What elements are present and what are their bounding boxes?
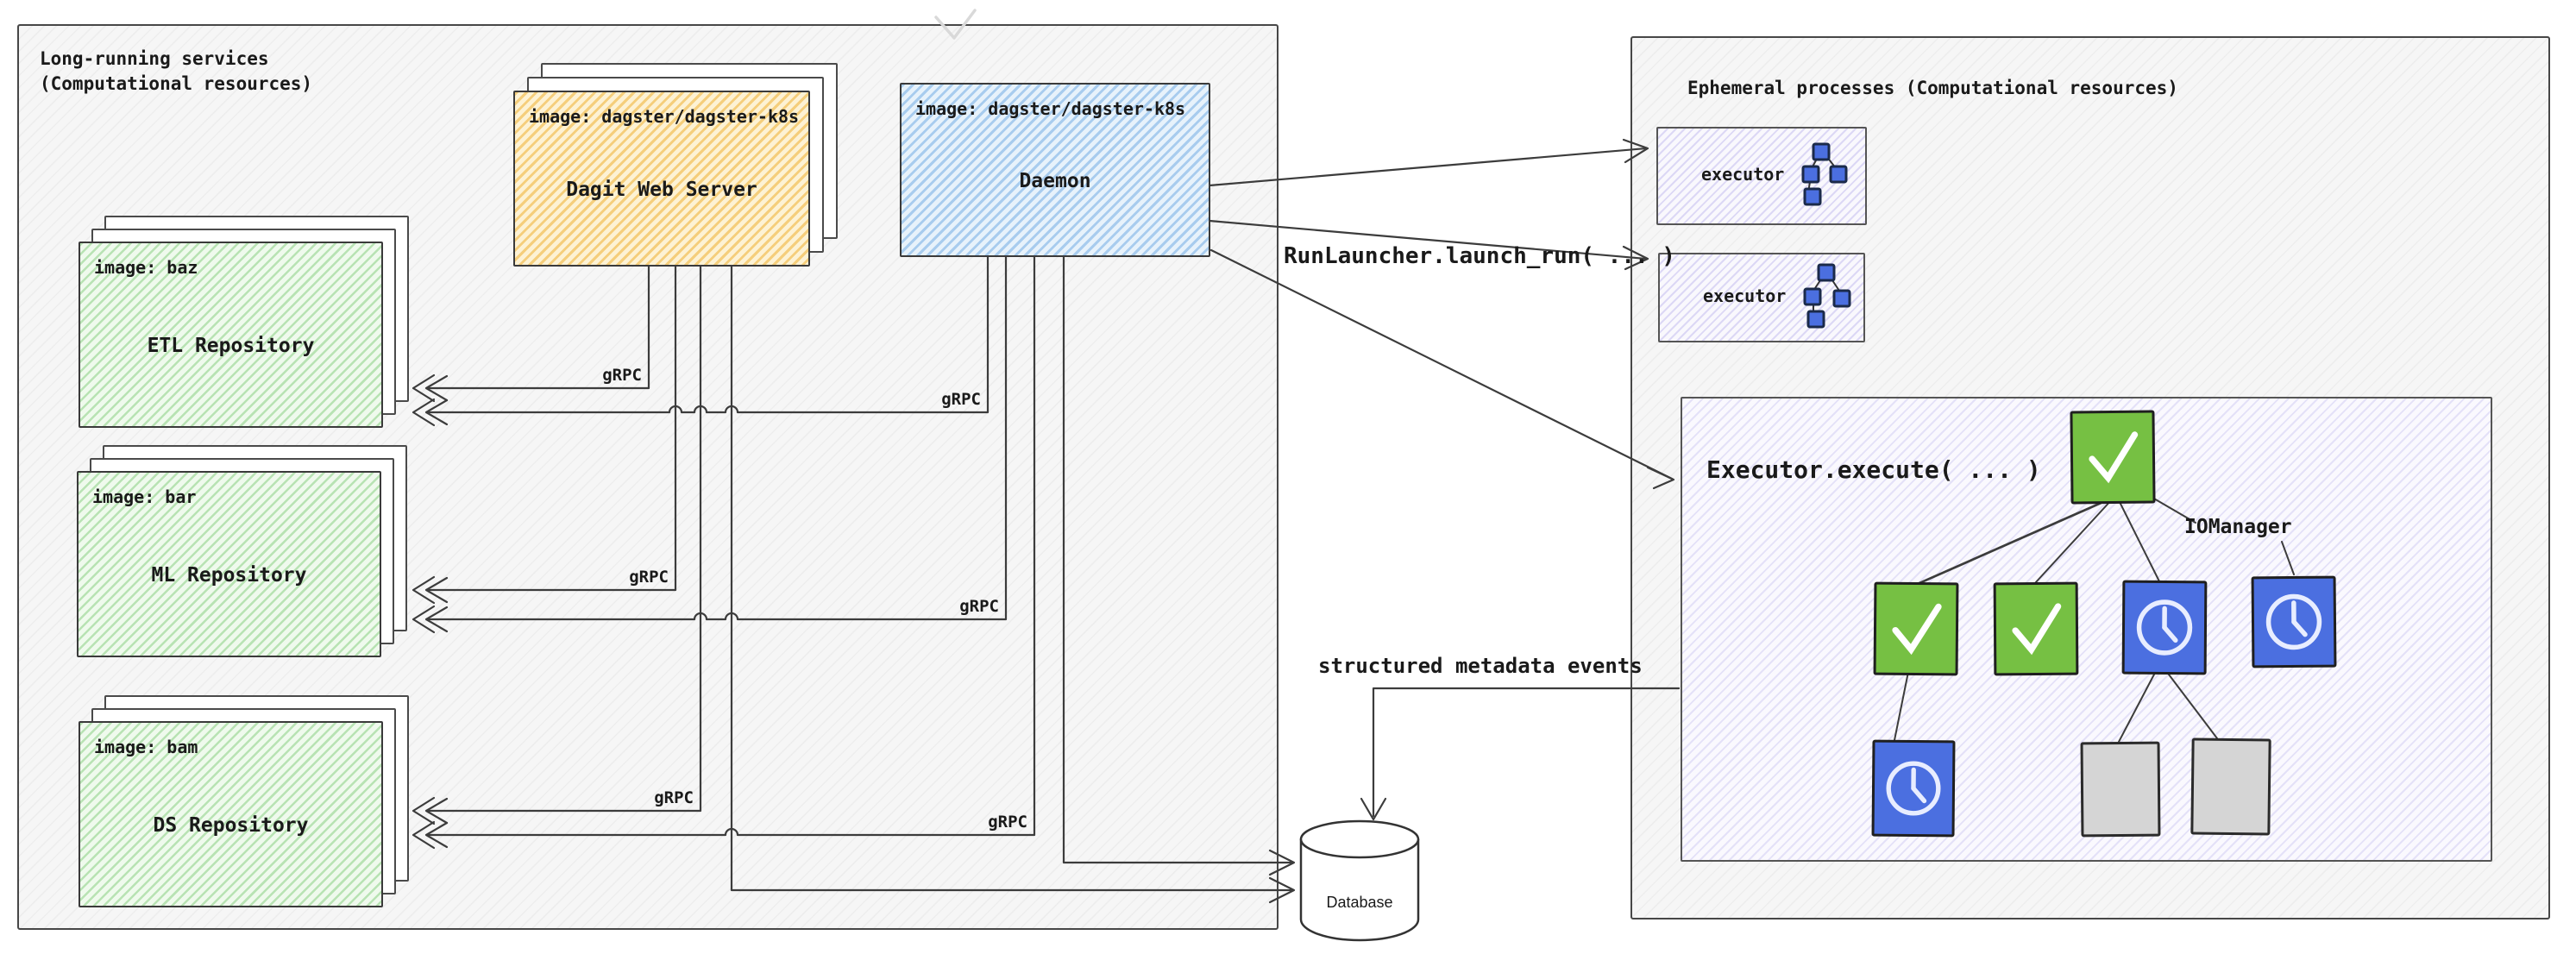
line-daemon-ds-grpc (425, 250, 1036, 837)
dag-icon (1801, 142, 1848, 206)
run-launcher-label: RunLauncher.launch_run( ... ) (1284, 243, 1675, 269)
arrowhead-executor-2 (1622, 245, 1649, 271)
line-dagit-etl-grpc (425, 260, 650, 390)
step-success-node-root (2070, 410, 2156, 505)
dagit-name: Dagit Web Server (566, 179, 757, 201)
clock-icon (1886, 761, 1941, 816)
long-running-title: Long-running services (Computational reso… (40, 47, 312, 97)
grpc-label-daemon-ds: gRPC (988, 813, 1027, 832)
executor-1-label: executor (1701, 164, 1785, 185)
line-daemon-executor-1 (1208, 147, 1648, 187)
dag-icon (1803, 263, 1851, 329)
tree-edges (1894, 494, 2295, 743)
edge-to-iomanager (2147, 494, 2196, 524)
ml-repository-name: ML Repository (151, 564, 307, 587)
daemon-name: Daemon (1019, 170, 1091, 192)
step-pending-node-3 (1871, 739, 1956, 838)
grpc-label-dagit-ds: gRPC (654, 788, 694, 807)
clock-icon (2265, 593, 2322, 650)
line-daemon-etl-grpc (425, 250, 990, 414)
arrowheads-ml (412, 575, 449, 634)
ds-repository-name: DS Repository (153, 814, 309, 837)
ds-repository-box: image: bam DS Repository (79, 721, 383, 907)
long-running-title-line1: Long-running services (40, 48, 269, 69)
line-daemon-ml-grpc (425, 250, 1008, 621)
step-pending-node-1 (2121, 580, 2208, 675)
line-metadata-to-database (1372, 687, 1681, 818)
ml-image-label: image: bar (92, 486, 197, 507)
line-dagit-ds-grpc (425, 260, 702, 813)
grpc-label-dagit-ml: gRPC (629, 568, 669, 587)
grpc-label-daemon-ml: gRPC (959, 597, 999, 616)
iomanager-label: IOManager (2184, 516, 2292, 538)
check-icon (2089, 431, 2139, 484)
arrowhead-execute-box (1646, 466, 1675, 490)
database-cylinder (1299, 819, 1420, 942)
arrowhead-metadata (1360, 797, 1387, 821)
etl-repository-name: ETL Repository (147, 335, 315, 357)
line-daemon-executor-2 (1208, 219, 1648, 260)
arrowheads-etl (412, 373, 449, 427)
grpc-label-daemon-etl: gRPC (941, 390, 981, 409)
arrowhead-db-lower (1268, 876, 1296, 904)
step-waiting-node-1 (2080, 741, 2161, 838)
line-daemon-execute-box (1209, 248, 1674, 480)
check-icon (2012, 603, 2062, 656)
edge-iomanager-to-node (2281, 541, 2295, 575)
step-pending-node-2 (2251, 575, 2337, 668)
long-running-title-line2: (Computational resources) (40, 73, 313, 94)
arrowhead-executor-1 (1622, 138, 1649, 164)
dagit-web-server-box: image: dagster/dagster-k8s Dagit Web Ser… (513, 91, 810, 267)
etl-image-label: image: baz (94, 257, 198, 278)
executor-2-content: executor (1658, 253, 1862, 339)
arrowheads-ds (412, 796, 449, 850)
line-dagit-ml-grpc (425, 260, 677, 592)
arrowhead-db-upper (1268, 849, 1296, 876)
line-daemon-database (1062, 250, 1294, 864)
step-waiting-node-2 (2190, 737, 2271, 836)
etl-repository-box: image: baz ETL Repository (79, 242, 383, 428)
daemon-box: image: dagster/dagster-k8s Daemon (900, 83, 1210, 257)
executor-execute-title: Executor.execute( ... ) (1706, 455, 2041, 484)
metadata-events-label: structured metadata events (1318, 654, 1643, 678)
ml-repository-box: image: bar ML Repository (77, 471, 381, 657)
ds-image-label: image: bam (94, 737, 198, 757)
step-success-node-1 (1873, 581, 1959, 676)
line-dagit-database (730, 260, 1294, 892)
executor-2-label: executor (1703, 286, 1787, 306)
step-success-node-2 (1993, 581, 2079, 676)
executor-1-content: executor (1656, 127, 1863, 222)
clock-icon (2136, 599, 2193, 656)
check-icon (1892, 603, 1942, 656)
decorative-check-watermark (934, 9, 977, 40)
daemon-image-label: image: dagster/dagster-k8s (915, 98, 1186, 119)
dagit-image-label: image: dagster/dagster-k8s (529, 106, 800, 127)
ephemeral-title: Ephemeral processes (Computational resou… (1687, 78, 2178, 98)
database-label: Database (1326, 894, 1393, 911)
grpc-label-dagit-etl: gRPC (602, 366, 642, 385)
